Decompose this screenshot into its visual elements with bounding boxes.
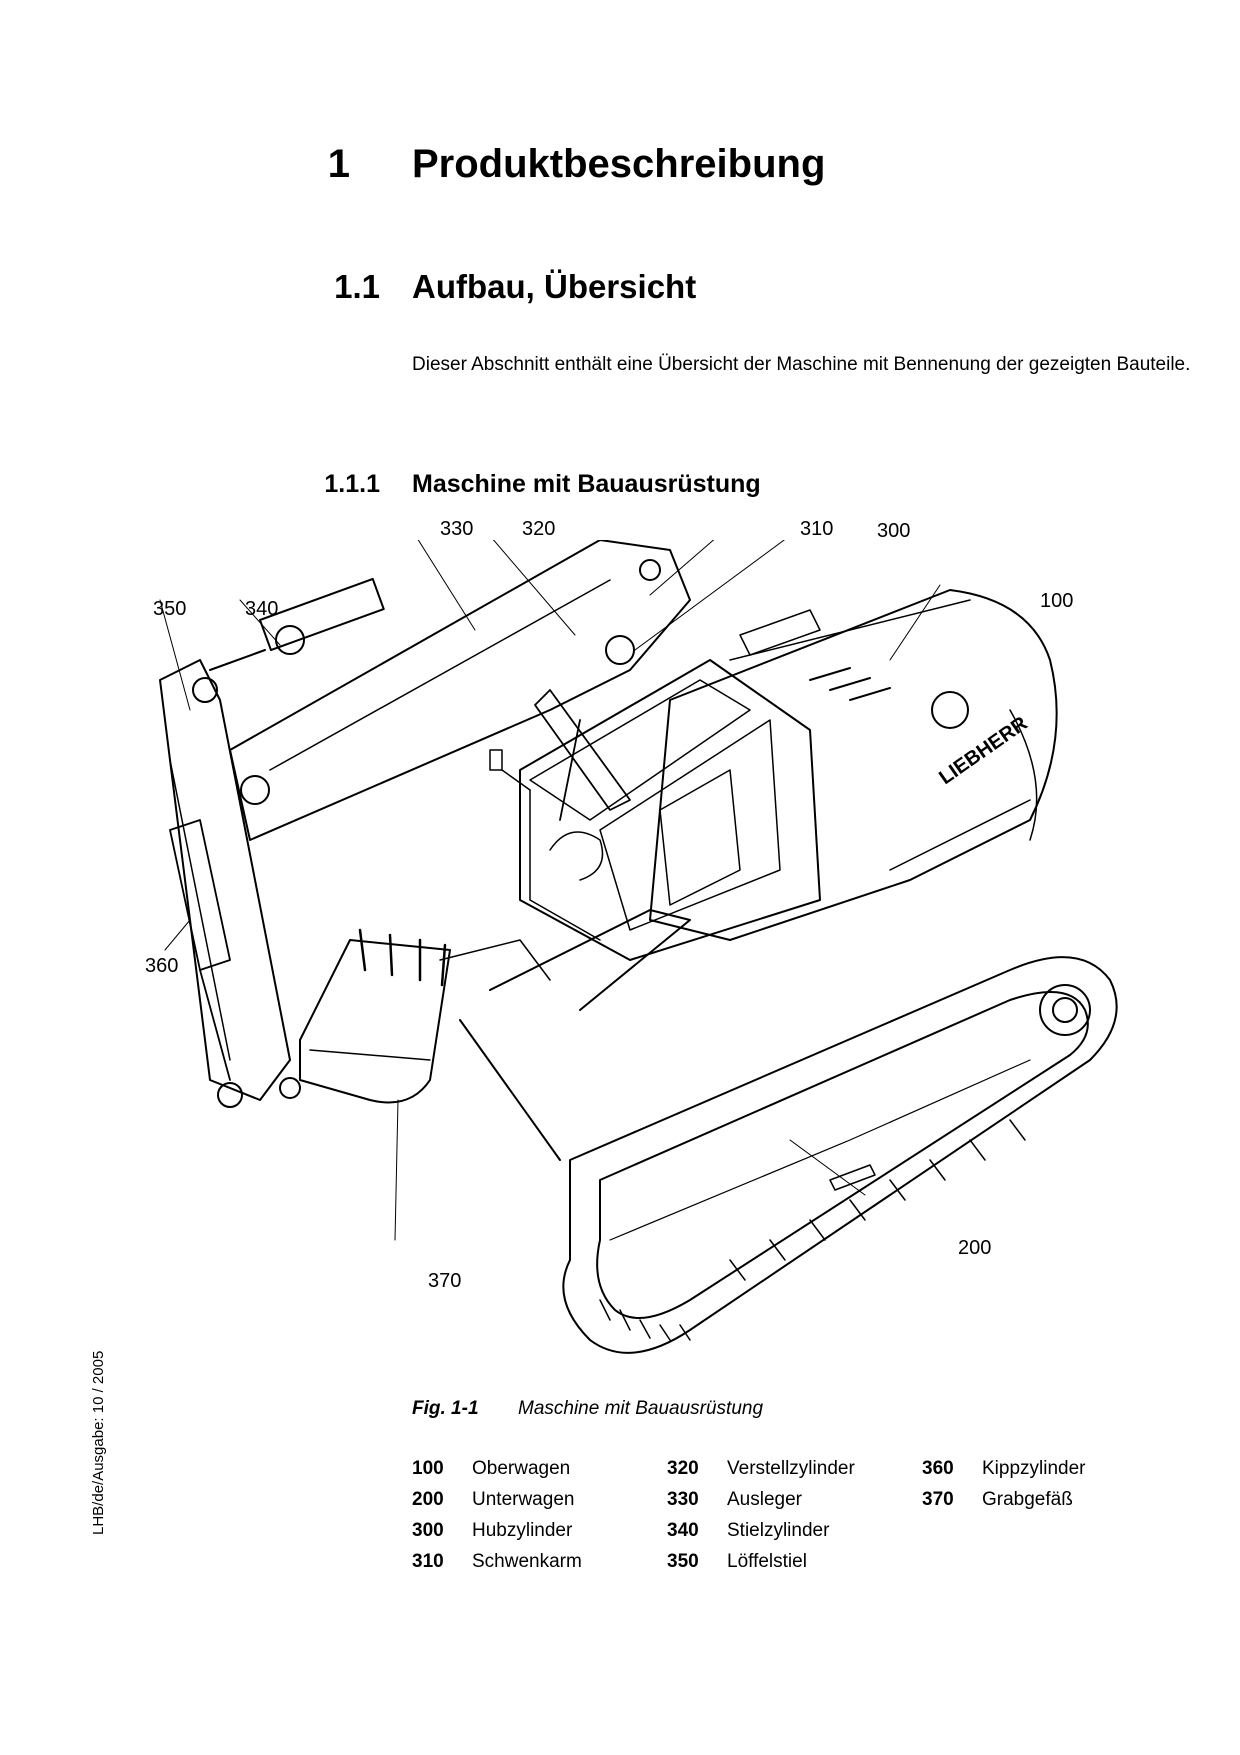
- legend-num: 350: [667, 1551, 699, 1572]
- leader-lines: [159, 540, 941, 1241]
- legend-label: Stielzylinder: [727, 1520, 830, 1541]
- legend-num: 100: [412, 1458, 444, 1479]
- subsection-number: 1.1.1: [324, 470, 380, 498]
- legend-label: Grabgefäß: [982, 1489, 1073, 1510]
- section-number: 1.1: [334, 268, 380, 305]
- legend-num: 330: [667, 1489, 699, 1510]
- intro-paragraph: Dieser Abschnitt enthält eine Übersicht …: [412, 354, 1191, 375]
- callout-350: 350: [153, 598, 187, 620]
- chapter-number: 1: [327, 142, 350, 186]
- legend-label: Schwenkarm: [472, 1551, 582, 1572]
- callout-310: 310: [800, 518, 834, 540]
- legend-label: Verstellzylinder: [727, 1458, 855, 1479]
- figure-label: Fig. 1-1: [412, 1398, 479, 1419]
- excavator-illustration: LIEBHERR: [159, 540, 1118, 1354]
- legend-label: Kippzylinder: [982, 1458, 1086, 1479]
- stick-cylinder: [209, 577, 385, 671]
- callout-360: 360: [145, 955, 179, 977]
- chapter-title: Produktbeschreibung: [412, 142, 826, 186]
- track-assembly: [459, 909, 1118, 1354]
- callout-100: 100: [1040, 590, 1074, 612]
- operator-cab: [489, 659, 821, 961]
- callout-340: 340: [245, 598, 279, 620]
- legend-label: Unterwagen: [472, 1489, 575, 1510]
- section-title: Aufbau, Übersicht: [412, 268, 697, 305]
- legend-label: Ausleger: [727, 1489, 802, 1510]
- legend-num: 340: [667, 1520, 699, 1541]
- legend-num: 320: [667, 1458, 699, 1479]
- edition-footer: LHB/de/Ausgabe: 10 / 2005: [90, 1350, 107, 1535]
- callout-200: 200: [958, 1237, 992, 1259]
- legend-num: 300: [412, 1520, 444, 1541]
- callout-320: 320: [522, 518, 556, 540]
- excavator-figure: LIEBHERR: [130, 518, 1150, 1400]
- svg-text:LIEBHERR: LIEBHERR: [935, 712, 1032, 789]
- callout-300: 300: [877, 520, 911, 542]
- legend-num: 360: [922, 1458, 954, 1479]
- callout-330: 330: [440, 518, 474, 540]
- legend-num: 310: [412, 1551, 444, 1572]
- legend-label: Hubzylinder: [472, 1520, 573, 1541]
- upper-carriage: LIEBHERR: [649, 589, 1058, 941]
- stick-arm: [159, 659, 291, 1108]
- legend-num: 200: [412, 1489, 444, 1510]
- subsection-title: Maschine mit Bauausrüstung: [412, 470, 761, 498]
- legend-label: Löffelstiel: [727, 1551, 807, 1572]
- legend-num: 370: [922, 1489, 954, 1510]
- callout-370: 370: [428, 1270, 462, 1292]
- boom: [229, 540, 691, 841]
- legend-label: Oberwagen: [472, 1458, 571, 1479]
- figure-caption: Maschine mit Bauausrüstung: [518, 1398, 764, 1419]
- bucket: [279, 928, 551, 1104]
